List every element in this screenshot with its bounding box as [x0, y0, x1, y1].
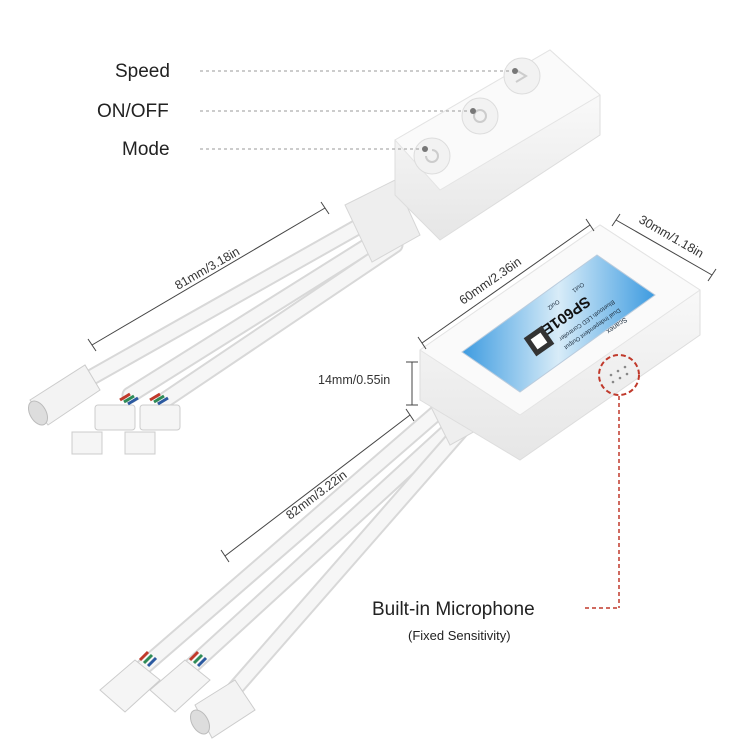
mode-callout: Mode: [122, 139, 428, 160]
jst-connector: [71, 392, 139, 455]
microphone-holes: [609, 365, 629, 384]
microphone-note: (Fixed Sensitivity): [408, 628, 511, 643]
mode-button[interactable]: [413, 137, 451, 175]
speed-callout: Speed: [115, 61, 518, 82]
power-icon: [473, 109, 487, 123]
height-label: 14mm/0.55in: [318, 373, 390, 387]
on-off-button[interactable]: [461, 97, 499, 135]
jst-connector: [99, 650, 161, 713]
jst-connector: [124, 392, 181, 455]
top-cable-dimension: 81mm/3.18in: [87, 201, 330, 352]
top-controller: [28, 49, 601, 455]
bottom-controller: SP601E Dual Independent Output Bluetooth…: [99, 224, 701, 739]
mode-label: Mode: [122, 139, 170, 160]
microphone-highlight: [598, 354, 640, 396]
speed-icon: [515, 69, 528, 83]
mode-icon: [425, 149, 439, 163]
width-label: 30mm/1.18in: [637, 212, 707, 260]
speed-button[interactable]: [503, 57, 541, 95]
on-off-callout: ON/OFF: [97, 101, 476, 122]
top-cables: [51, 211, 404, 409]
jst-connector: [149, 650, 211, 713]
dc-connector: [190, 679, 256, 739]
on-off-label: ON/OFF: [97, 101, 169, 122]
microphone-label: Built-in Microphone: [372, 599, 535, 620]
top-cable-length: 81mm/3.18in: [173, 244, 243, 292]
height-dimension: 14mm/0.55in: [318, 361, 418, 406]
speed-label: Speed: [115, 61, 170, 82]
dc-connector: [28, 364, 101, 426]
microphone-callout: Built-in Microphone (Fixed Sensitivity): [372, 396, 620, 643]
